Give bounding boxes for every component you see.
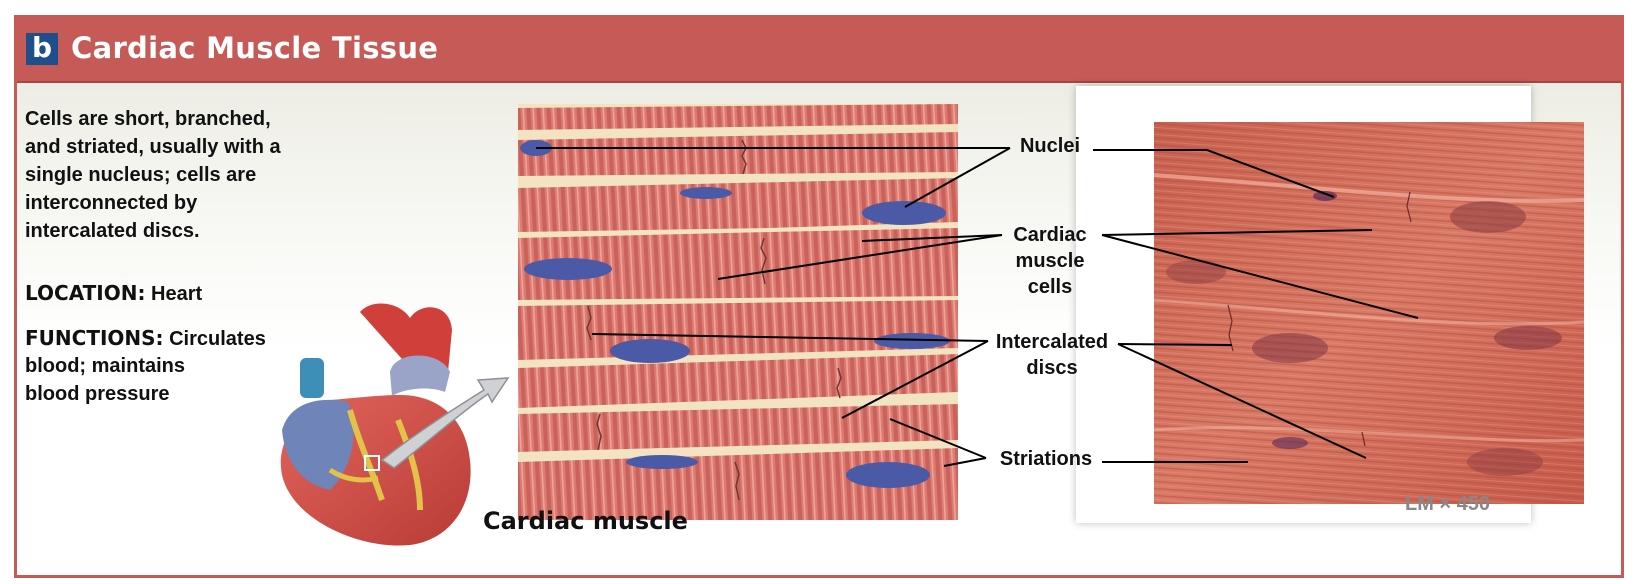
cardiac-muscle-drawing xyxy=(518,104,958,520)
pointer-arrow xyxy=(380,377,510,469)
title-bar: b Cardiac Muscle Tissue xyxy=(17,18,1621,83)
label-cardiac-line: Cardiac xyxy=(1013,224,1087,246)
location-text: Heart xyxy=(151,283,203,305)
description-line: intercalated discs. xyxy=(25,220,200,242)
description: Cells are short, branched, and striated,… xyxy=(25,105,355,245)
micrograph-image xyxy=(1153,122,1585,504)
drawing-caption: Cardiac muscle xyxy=(483,507,688,535)
description-line: single nucleus; cells are xyxy=(25,164,257,186)
leader-lines xyxy=(536,147,1419,467)
description-line: Cells are short, branched, xyxy=(25,108,271,130)
functions-line: blood; maintains xyxy=(25,355,185,377)
label-striations: Striations xyxy=(999,448,1093,470)
label-cardiac-line: muscle xyxy=(1015,250,1085,272)
description-line: and striated, usually with a xyxy=(25,136,281,158)
functions-text: Circulates xyxy=(169,328,266,350)
label-intercalated-line: Intercalated xyxy=(995,331,1109,353)
label-intercalated-discs: Intercalated discs xyxy=(982,329,1122,381)
location-heading: LOCATION: xyxy=(25,281,146,305)
magnification-label: LM × 450 xyxy=(1405,493,1491,515)
description-line: interconnected by xyxy=(25,192,198,214)
functions-line: FUNCTIONS: Circulates xyxy=(25,324,266,353)
label-nuclei: Nuclei xyxy=(1019,135,1081,157)
label-cardiac-line: cells xyxy=(1027,276,1073,298)
panel-letter-badge: b xyxy=(26,33,58,65)
functions-heading: FUNCTIONS: xyxy=(25,326,164,350)
label-cardiac-muscle-cells: Cardiac muscle cells xyxy=(990,222,1110,300)
label-intercalated-line: discs xyxy=(1026,357,1078,379)
functions-line: blood pressure xyxy=(25,383,170,405)
panel-title: Cardiac Muscle Tissue xyxy=(71,31,439,65)
location-line: LOCATION: Heart xyxy=(25,279,202,308)
